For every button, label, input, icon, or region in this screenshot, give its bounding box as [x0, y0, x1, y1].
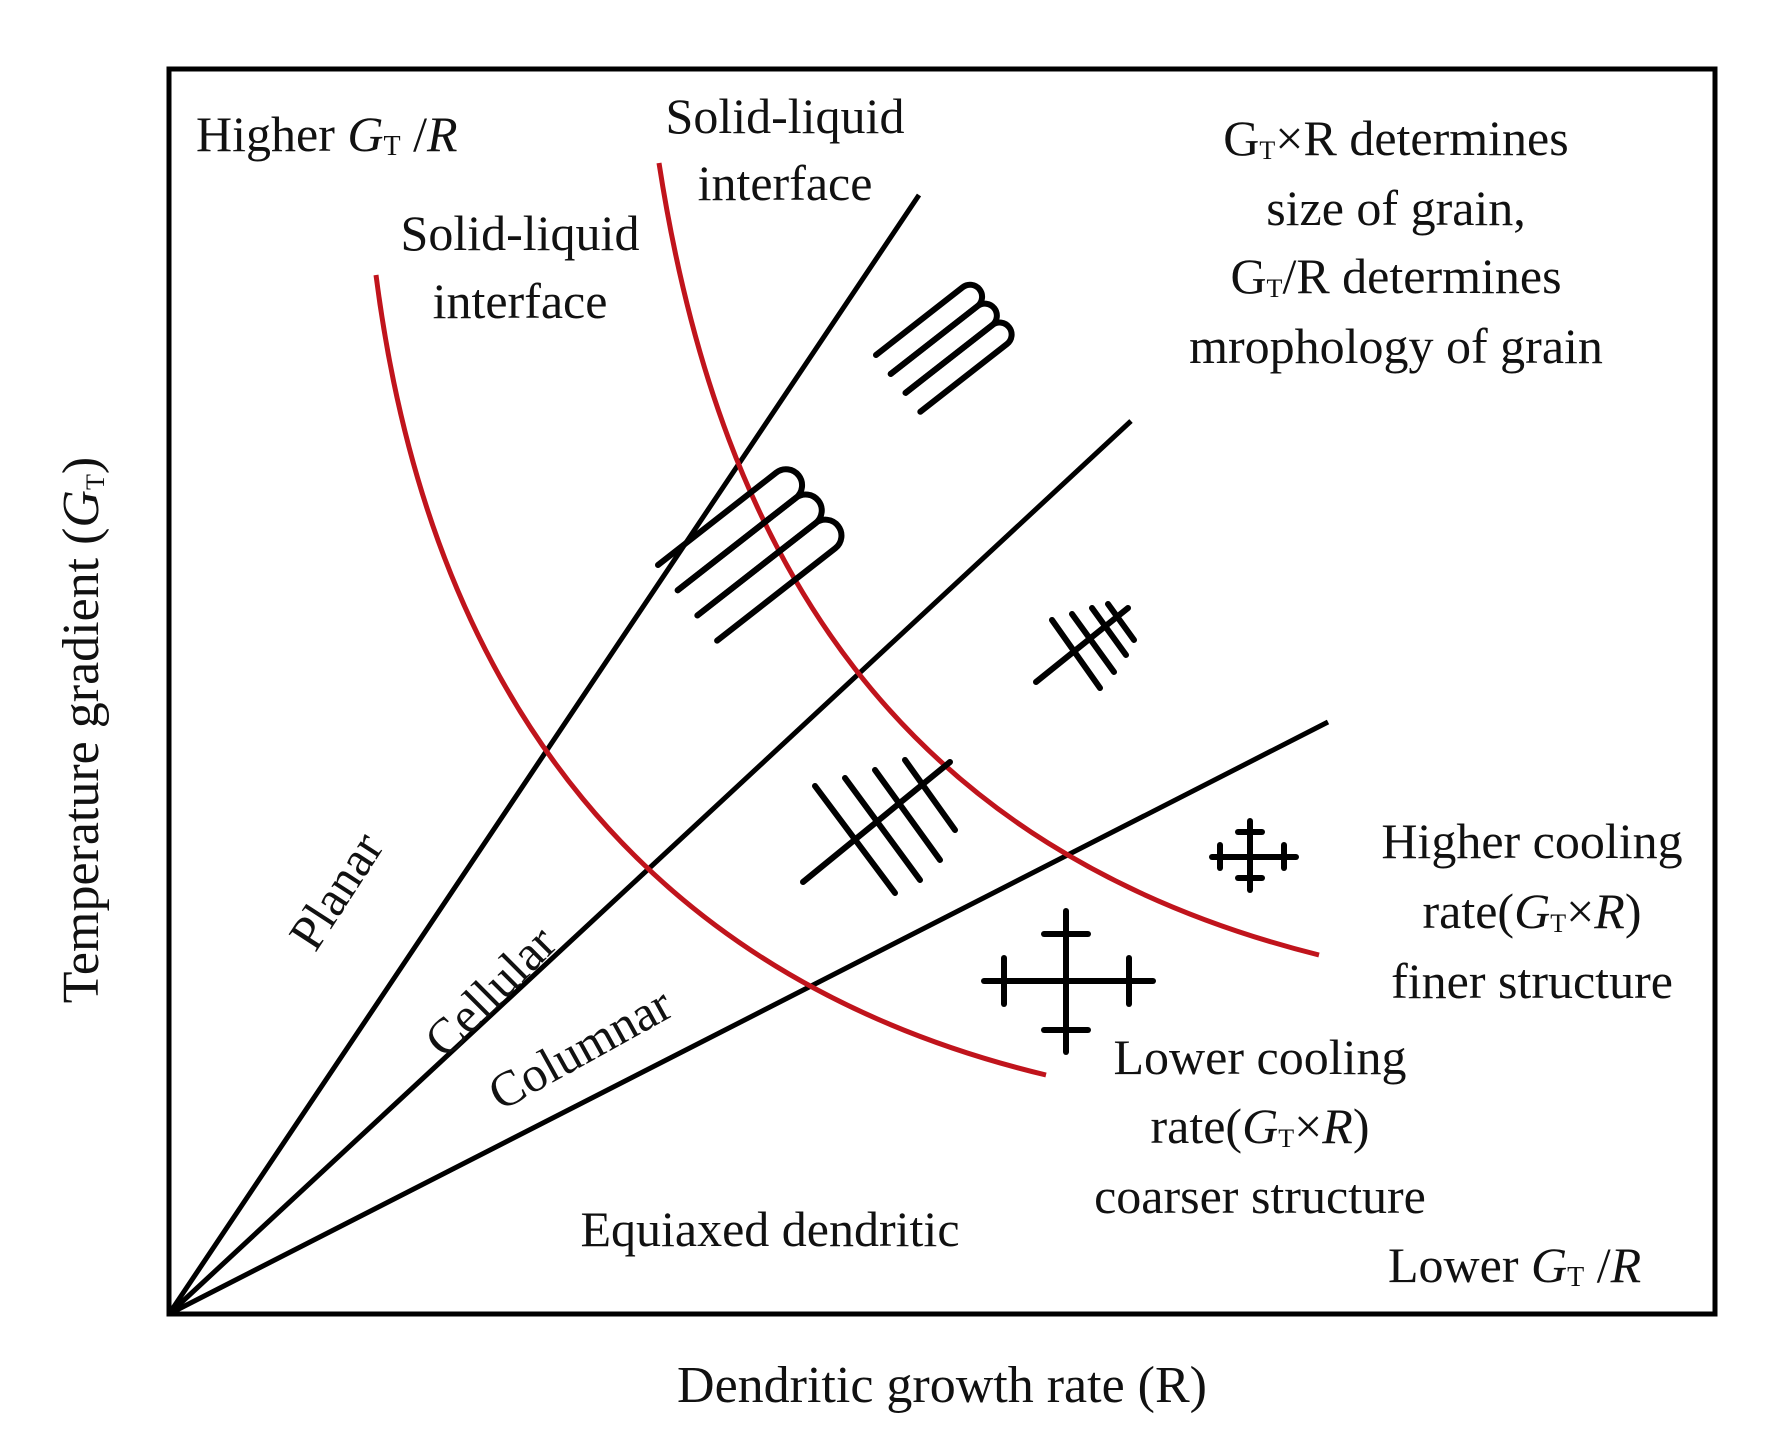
columnar-dendrite-large-icon — [800, 757, 958, 896]
note-line-1: GT×R determines — [1223, 110, 1568, 166]
corner-label-lower: Lower GT /R — [1388, 1237, 1641, 1293]
interface-label-2-line2: interface — [433, 273, 608, 329]
cellular-small-icon — [873, 281, 1015, 415]
equiaxed-dendrite-large-icon — [981, 908, 1156, 1055]
equiaxed-dendrite-small-icon — [1209, 818, 1299, 893]
interface-label-1-line2: interface — [698, 155, 873, 211]
lower-cooling-line2: rate(GT×R) — [1151, 1098, 1370, 1154]
columnar-equiaxed-boundary — [167, 719, 1330, 1317]
lower-cooling-line1: Lower cooling — [1114, 1029, 1407, 1085]
x-axis-label: Dendritic growth rate (R) — [677, 1357, 1207, 1414]
cellular-large-icon — [655, 466, 845, 644]
interface-curve-higher-cooling — [656, 162, 1320, 958]
higher-cooling-line2: rate(GT×R) — [1423, 883, 1642, 939]
plot-frame — [166, 66, 1718, 1317]
interface-label-1-line1: Solid-liquid — [666, 88, 905, 144]
higher-cooling-line3: finer structure — [1391, 953, 1673, 1009]
note-line-4: mrophology of grain — [1189, 318, 1603, 374]
columnar-dendrite-small-icon — [1033, 601, 1137, 691]
region-label-planar: Planar — [277, 822, 394, 960]
note-line-3: GT/R determines — [1230, 248, 1561, 304]
interface-curve-lower-cooling — [373, 274, 1047, 1078]
region-label-equiaxed: Equiaxed dendritic — [580, 1201, 959, 1257]
interface-label-2-line1: Solid-liquid — [401, 205, 640, 261]
planar-cellular-boundary — [166, 193, 922, 1316]
lower-cooling-label: Lower cooling rate(GT×R) coarser structu… — [1094, 1029, 1426, 1224]
higher-cooling-line1: Higher cooling — [1381, 813, 1682, 869]
grain-note: GT×R determines size of grain, GT/R dete… — [1189, 110, 1603, 374]
y-axis-label: Temperature gradient (GT) — [53, 457, 110, 1003]
interface-curves — [373, 162, 1320, 1078]
lower-cooling-line3: coarser structure — [1094, 1168, 1426, 1224]
note-line-2: size of grain, — [1266, 180, 1526, 236]
corner-label-higher: Higher GT /R — [196, 106, 458, 162]
higher-cooling-label: Higher cooling rate(GT×R) finer structur… — [1381, 813, 1682, 1009]
